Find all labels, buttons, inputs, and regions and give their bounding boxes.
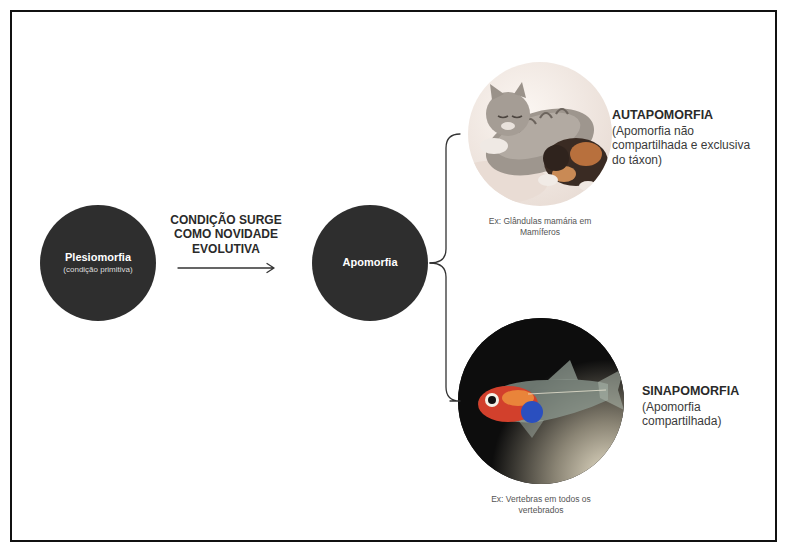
arrow-connector: [178, 264, 274, 273]
cat-photo: [468, 62, 612, 206]
node-title: Plesiomorfia: [48, 251, 148, 265]
edge-label: CONDIÇÃO SURGE COMO NOVIDADE EVOLUTIVA: [170, 213, 282, 256]
example-caption: Ex: Glândulas mamária em Mamíferos: [478, 216, 602, 237]
term-heading: SINAPOMORFIA: [642, 384, 770, 400]
plesiomorphy-circle: Plesiomorfia(condição primitiva): [40, 205, 156, 321]
term-definition: (Apomorfia não compartilhada e exclusiva…: [612, 124, 762, 168]
apomorphy-circle: Apomorfia: [312, 205, 428, 321]
node-text-group: Apomorfia: [320, 256, 420, 270]
synapomorphy-node: SINAPOMORFIA(Apomorfia compartilhada)Ex:…: [458, 318, 624, 484]
autapomorphy-node: AUTAPOMORFIA(Apomorfia não compartilhada…: [468, 62, 612, 206]
term-heading-group: SINAPOMORFIA(Apomorfia compartilhada): [642, 384, 770, 429]
term-heading: AUTAPOMORFIA: [612, 108, 762, 124]
example-caption: Ex: Vertebras em todos os vertebrados: [479, 494, 603, 515]
node-subtitle: (condição primitiva): [48, 265, 148, 275]
brace-connector: [430, 263, 460, 401]
term-definition: (Apomorfia compartilhada): [642, 400, 770, 429]
node-text-group: Plesiomorfia(condição primitiva): [48, 251, 148, 274]
node-title: Apomorfia: [320, 256, 420, 270]
brace-connector: [430, 134, 460, 263]
fish-photo: [458, 318, 624, 484]
term-heading-group: AUTAPOMORFIA(Apomorfia não compartilhada…: [612, 108, 762, 168]
